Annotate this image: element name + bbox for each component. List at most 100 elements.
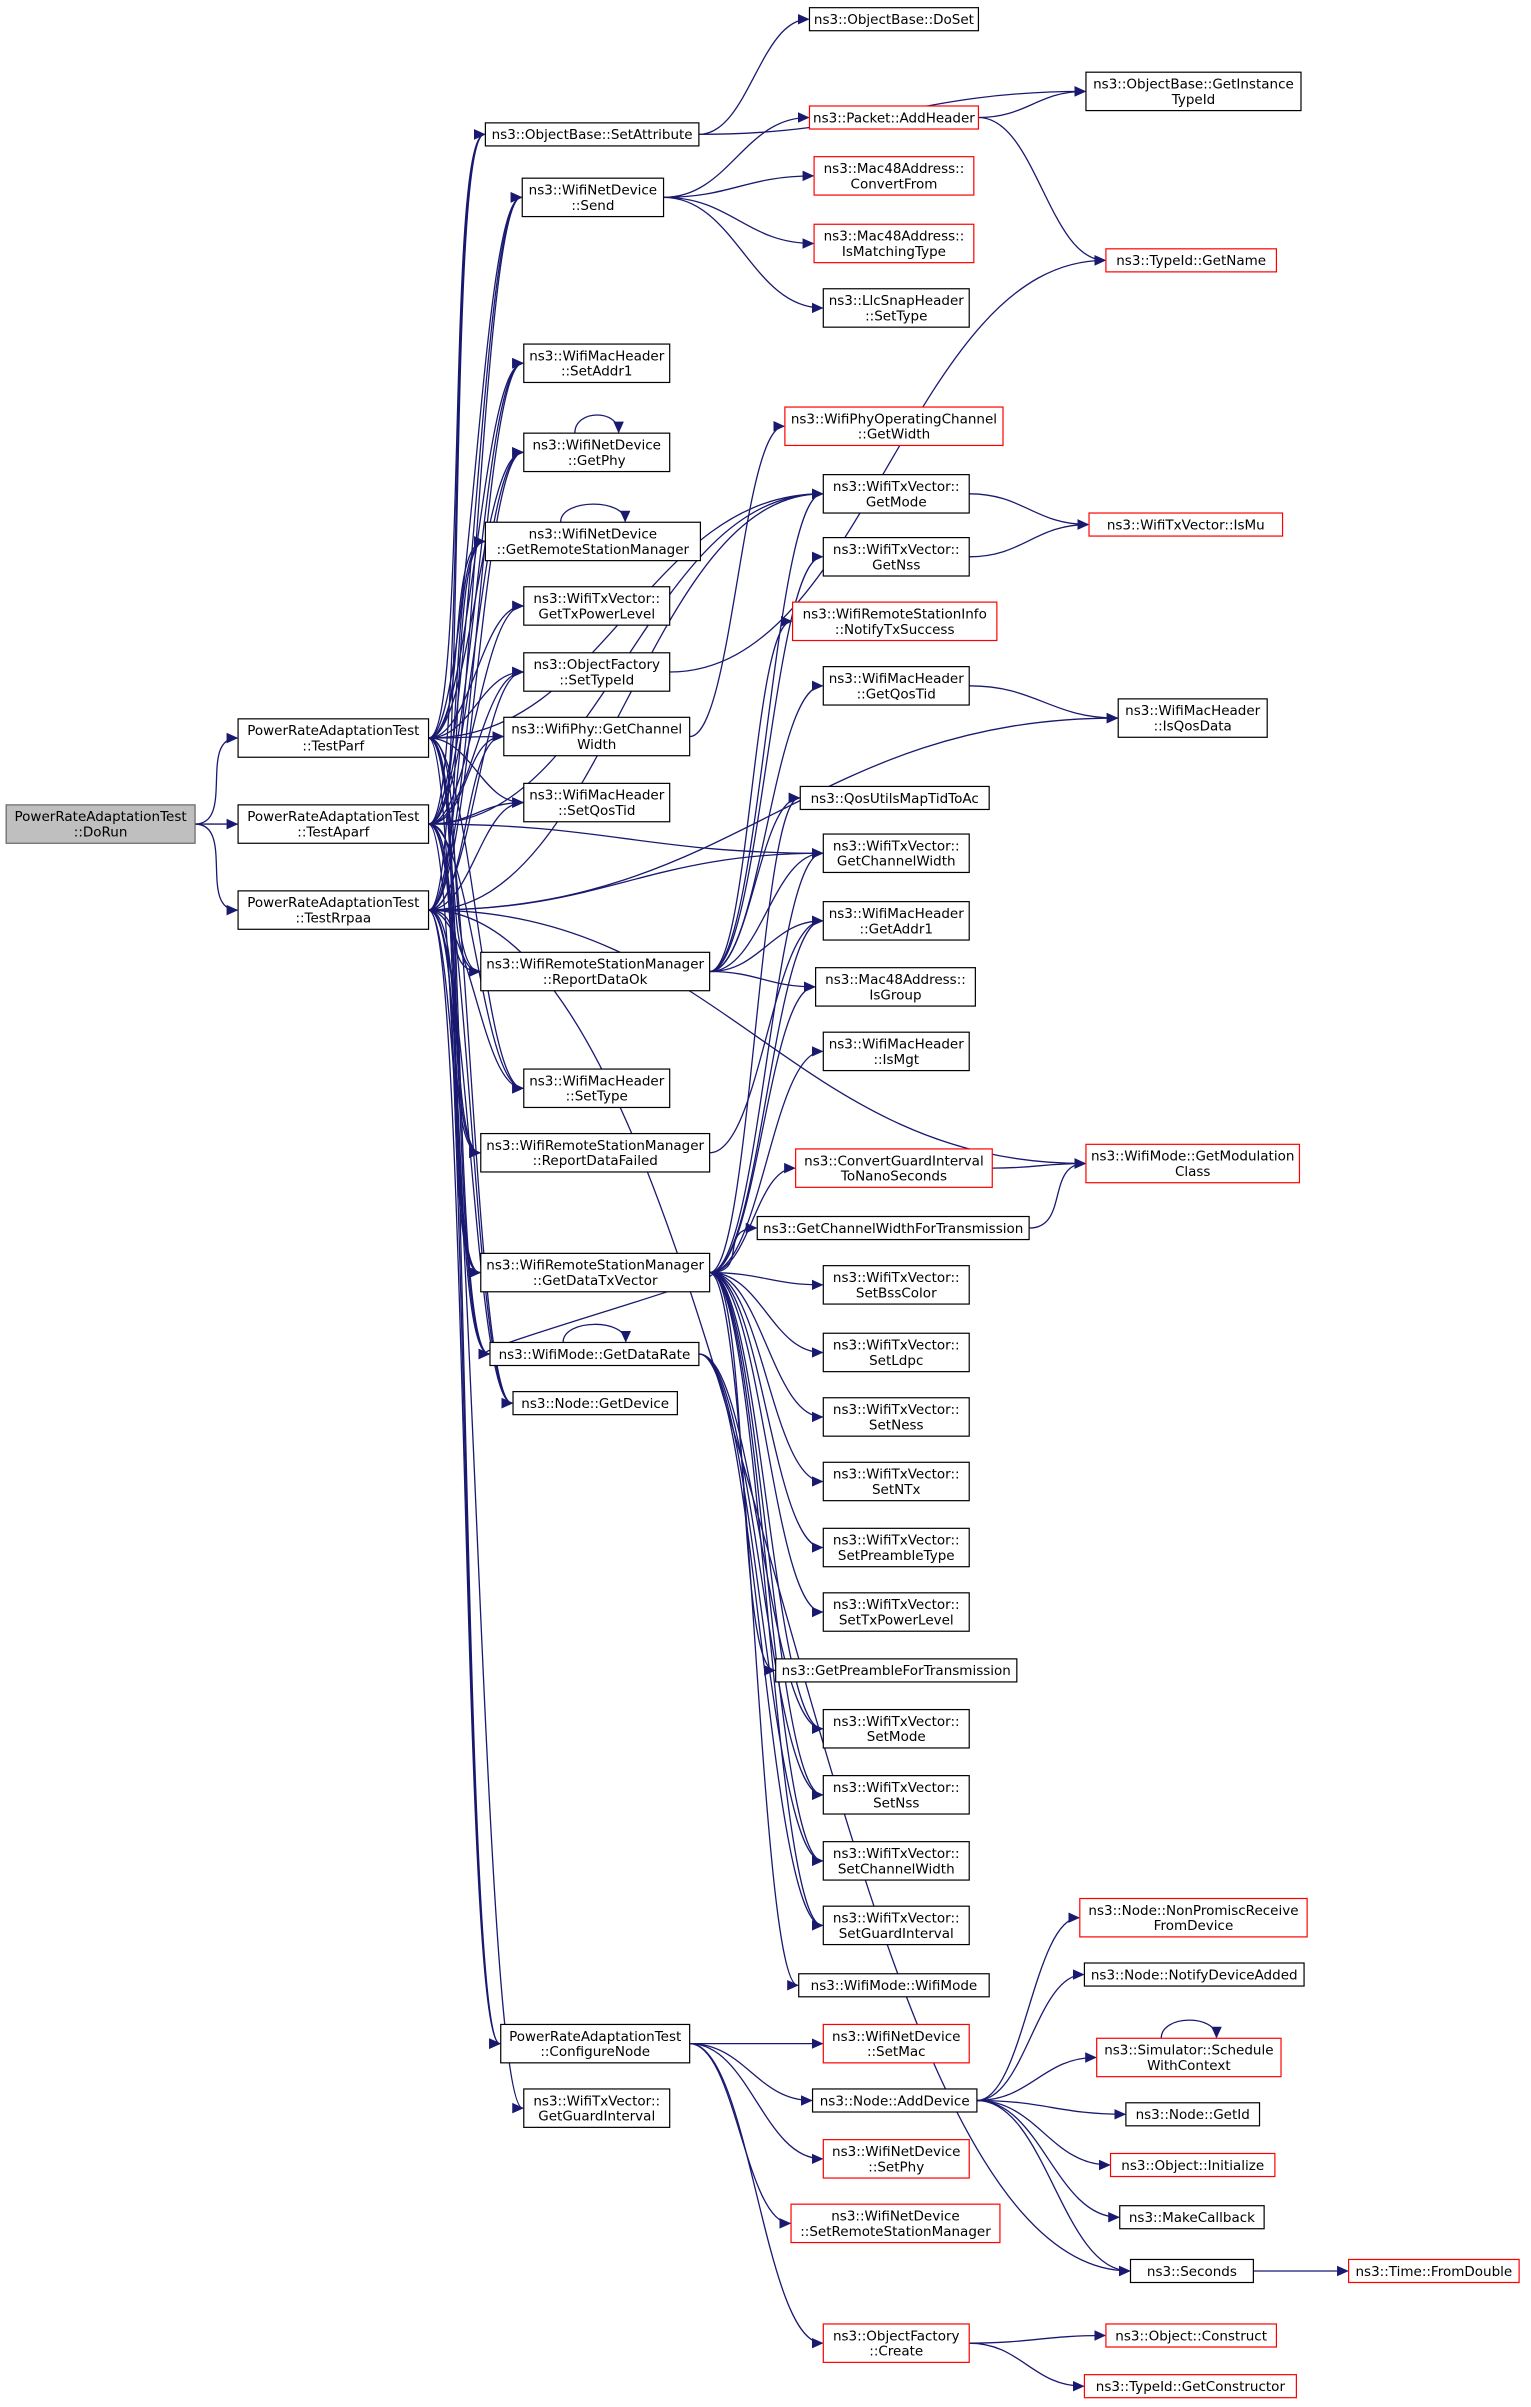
node-makecallback[interactable]: ns3::MakeCallback — [1119, 2205, 1265, 2230]
node-getguardinterval[interactable]: ns3::WifiTxVector::GetGuardInterval — [523, 2088, 671, 2128]
node-object-initialize[interactable]: ns3::Object::Initialize — [1109, 2152, 1276, 2178]
node-box — [480, 951, 711, 992]
node-wifimode-ctor[interactable]: ns3::WifiMode::WifiMode — [798, 1973, 990, 1998]
edge-line — [428, 909, 481, 1158]
edge-reportdataok-to-getchannelwidth-tx — [709, 848, 824, 973]
node-reportdataok[interactable]: ns3::WifiRemoteStationManager::ReportDat… — [480, 951, 711, 992]
edge-getdatatxvector-to-ismgt — [709, 1046, 824, 1274]
node-label-line: ::Create — [869, 2344, 923, 2360]
node-getpreamble[interactable]: ns3::GetPreambleForTransmission — [775, 1658, 1018, 1683]
node-reportdatafailed[interactable]: ns3::WifiRemoteStationManager::ReportDat… — [480, 1132, 711, 1173]
edge-line — [709, 848, 824, 1274]
node-addheader[interactable]: ns3::Packet::AddHeader — [808, 105, 980, 130]
edge-getnss-to-ismu — [969, 519, 1090, 558]
node-setqostid[interactable]: ns3::WifiMacHeader::SetQosTid — [523, 782, 671, 823]
edge-reportdataok-to-getmode — [709, 488, 824, 973]
node-box — [822, 288, 970, 328]
node-setaddr1[interactable]: ns3::WifiMacHeader::SetAddr1 — [523, 343, 671, 384]
node-label-line: ns3::Packet::AddHeader — [813, 110, 975, 126]
node-setness[interactable]: ns3::WifiTxVector::SetNess — [822, 1397, 970, 1437]
node-getaddr1[interactable]: ns3::WifiMacHeader::GetAddr1 — [822, 901, 970, 941]
node-label-line: ns3::WifiTxVector:: — [833, 838, 960, 854]
node-object-construct[interactable]: ns3::Object::Construct — [1105, 2323, 1278, 2348]
node-llcsnap-settype[interactable]: ns3::LlcSnapHeader::SetType — [822, 288, 970, 328]
node-getqostid[interactable]: ns3::WifiMacHeader::GetQosTid — [822, 666, 970, 706]
node-getphy[interactable]: ns3::WifiNetDevice::GetPhy — [523, 432, 671, 473]
node-getnss[interactable]: ns3::WifiTxVector::GetNss — [822, 536, 970, 577]
node-setchannelwidth[interactable]: ns3::WifiTxVector::SetChannelWidth — [822, 1841, 970, 1881]
node-label-line: ns3::Mac48Address:: — [824, 161, 965, 177]
edge-node-adddevice-to-object-initialize — [976, 2099, 1111, 2171]
edge-line — [709, 1046, 824, 1274]
edge-line — [428, 909, 514, 1409]
edge-testaparf-to-setattribute — [428, 129, 486, 825]
node-isgroup[interactable]: ns3::Mac48Address::IsGroup — [815, 967, 976, 1007]
node-box — [523, 782, 671, 823]
node-ismu[interactable]: ns3::WifiTxVector::IsMu — [1088, 512, 1284, 537]
node-wifidev-setrsm[interactable]: ns3::WifiNetDevice::SetRemoteStationMana… — [790, 2203, 1001, 2244]
node-settypeid[interactable]: ns3::ObjectFactory::SetTypeId — [523, 652, 671, 692]
edge-testaparf-to-configurenode — [428, 823, 501, 2049]
node-typeid-getconstructor[interactable]: ns3::TypeId::GetConstructor — [1083, 2374, 1297, 2399]
node-label-line: ::DoRun — [74, 825, 128, 841]
node-settype-mac[interactable]: ns3::WifiMacHeader::SetType — [523, 1068, 671, 1109]
node-configurenode[interactable]: PowerRateAdaptationTest::ConfigureNode — [500, 2023, 691, 2064]
edge-configurenode-to-wifidev-setphy — [689, 2043, 824, 2165]
edge-getdatarate-to-setnss — [698, 1353, 824, 1801]
edge-line — [428, 737, 481, 1158]
node-qosmaptidtoac[interactable]: ns3::QosUtilsMapTidToAc — [799, 785, 990, 811]
node-typeid-getname[interactable]: ns3::TypeId::GetName — [1105, 248, 1278, 273]
node-isqosdata[interactable]: ns3::WifiMacHeader::IsQosData — [1117, 698, 1268, 738]
node-seconds[interactable]: ns3::Seconds — [1129, 2258, 1254, 2284]
node-label-line: ns3::Node::GetDevice — [521, 1396, 669, 1412]
node-ismatchingtype[interactable]: ns3::Mac48Address::IsMatchingType — [813, 223, 975, 264]
node-getrsm[interactable]: ns3::WifiNetDevice::GetRemoteStationMana… — [484, 521, 702, 562]
node-testaparf[interactable]: PowerRateAdaptationTest::TestAparf — [237, 804, 430, 844]
node-convertfrom[interactable]: ns3::Mac48Address::ConvertFrom — [813, 156, 975, 196]
node-getdatarate[interactable]: ns3::WifiMode::GetDataRate — [489, 1341, 700, 1367]
node-label-line: SetTxPowerLevel — [839, 1612, 954, 1628]
node-wifidev-setmac[interactable]: ns3::WifiNetDevice::SetMac — [822, 2023, 970, 2064]
node-wifidev-send[interactable]: ns3::WifiNetDevice::Send — [521, 177, 665, 218]
node-testparf[interactable]: PowerRateAdaptationTest::TestParf — [237, 718, 430, 758]
node-gettxpowerlevel[interactable]: ns3::WifiTxVector::GetTxPowerLevel — [523, 586, 671, 626]
edge-line — [709, 1271, 799, 1991]
node-setnss[interactable]: ns3::WifiTxVector::SetNss — [822, 1775, 970, 1815]
node-label-line: ns3::Mac48Address:: — [824, 229, 965, 245]
node-wifidev-setphy[interactable]: ns3::WifiNetDevice::SetPhy — [822, 2139, 970, 2179]
edges-layer — [195, 13, 1349, 2392]
node-setmode[interactable]: ns3::WifiTxVector::SetMode — [822, 1708, 970, 1749]
node-getcwfortx[interactable]: ns3::GetChannelWidthForTransmission — [756, 1215, 1030, 1241]
edge-line — [428, 823, 491, 1360]
node-setbsscolor[interactable]: ns3::WifiTxVector::SetBssColor — [822, 1265, 970, 1305]
node-ismgt[interactable]: ns3::WifiMacHeader::IsMgt — [822, 1031, 970, 1072]
node-setpreambletype[interactable]: ns3::WifiTxVector::SetPreambleType — [822, 1527, 970, 1568]
node-node-getid[interactable]: ns3::Node::GetId — [1125, 2102, 1261, 2127]
node-settxpowerlevel[interactable]: ns3::WifiTxVector::SetTxPowerLevel — [822, 1592, 970, 1632]
edge-testrrpaa-to-setqostid — [428, 797, 524, 911]
node-getchannelwidth-tx[interactable]: ns3::WifiTxVector::GetChannelWidth — [822, 833, 970, 874]
node-node-getdevice[interactable]: ns3::Node::GetDevice — [512, 1391, 678, 1416]
node-doset[interactable]: ns3::ObjectBase::DoSet — [808, 7, 980, 32]
node-getdatatxvector[interactable]: ns3::WifiRemoteStationManager::GetDataTx… — [480, 1252, 711, 1293]
node-getchannelwidth-phy[interactable]: ns3::WifiPhy::GetChannelWidth — [503, 716, 691, 757]
node-setguardinterval[interactable]: ns3::WifiTxVector::SetGuardInterval — [822, 1905, 970, 1946]
node-notifydeviceadded[interactable]: ns3::Node::NotifyDeviceAdded — [1083, 1962, 1305, 1987]
node-box — [822, 833, 970, 874]
node-getmode[interactable]: ns3::WifiTxVector::GetMode — [822, 474, 970, 514]
node-setntx[interactable]: ns3::WifiTxVector::SetNTx — [822, 1461, 970, 1502]
node-objfactory-create[interactable]: ns3::ObjectFactory::Create — [822, 2323, 970, 2363]
node-setattribute[interactable]: ns3::ObjectBase::SetAttribute — [484, 122, 700, 147]
node-node-adddevice[interactable]: ns3::Node::AddDevice — [811, 2088, 978, 2113]
node-time-fromdouble[interactable]: ns3::Time::FromDouble — [1348, 2258, 1520, 2284]
node-setldpc[interactable]: ns3::WifiTxVector::SetLdpc — [822, 1332, 970, 1373]
node-opchannel-getwidth[interactable]: ns3::WifiPhyOperatingChannel::GetWidth — [784, 406, 1004, 447]
node-testrrpaa[interactable]: PowerRateAdaptationTest::TestRrpaa — [237, 890, 430, 930]
node-notifytxsuccess[interactable]: ns3::WifiRemoteStationInfo::NotifyTxSucc… — [791, 601, 998, 642]
